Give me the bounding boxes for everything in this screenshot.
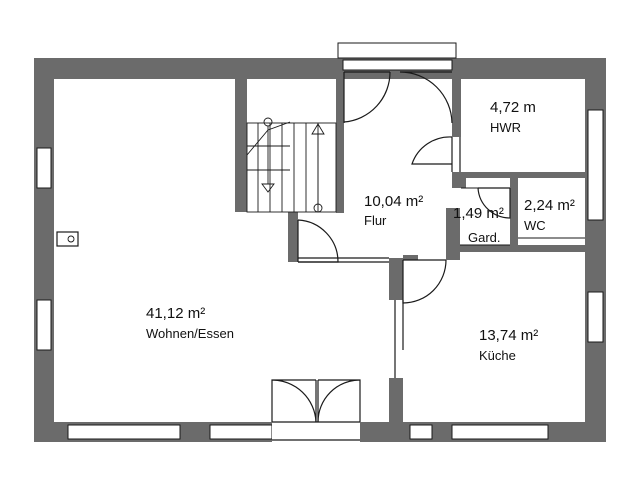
flur-name: Flur: [364, 213, 387, 228]
staircase: [246, 117, 337, 213]
gard-area: 1,49 m²: [453, 205, 504, 222]
flur-area: 10,04 m²: [364, 193, 423, 210]
hwr-door: [411, 136, 461, 172]
window-left-lower: [36, 299, 52, 351]
wohnen-name: Wohnen/Essen: [146, 326, 234, 341]
window-right-lower: [587, 291, 604, 343]
wohnen-area: 41,12 m²: [146, 305, 205, 322]
flur-door: [297, 219, 339, 263]
window-bottom-mid: [209, 424, 273, 440]
sliding-partition: [298, 257, 404, 378]
room-labels: 41,12 m² Wohnen/Essen 10,04 m² Flur 4,72…: [146, 99, 575, 363]
terrace-door: [271, 379, 361, 423]
kueche-name: Küche: [479, 348, 516, 363]
windows: [36, 42, 604, 444]
service-lines: [460, 187, 585, 246]
wc-door: [477, 187, 511, 219]
window-bottom-right-a: [409, 424, 433, 440]
wc-area: 2,24 m²: [524, 197, 575, 214]
hwr-name: HWR: [490, 120, 521, 135]
window-bottom-left: [67, 424, 181, 440]
entrance-door: [343, 71, 453, 124]
hwr-area: 4,72 m: [490, 99, 536, 116]
kitchen-door: [402, 259, 447, 304]
gard-name: Gard.: [468, 230, 501, 245]
wc-name: WC: [524, 218, 546, 233]
window-bottom-right-b: [451, 424, 549, 440]
kueche-area: 13,74 m²: [479, 327, 538, 344]
interior-walls: [235, 79, 585, 422]
chimney-symbol: [56, 231, 79, 247]
window-right-upper: [587, 109, 604, 221]
window-top-entrance: [337, 42, 457, 59]
window-left-upper: [36, 147, 52, 189]
